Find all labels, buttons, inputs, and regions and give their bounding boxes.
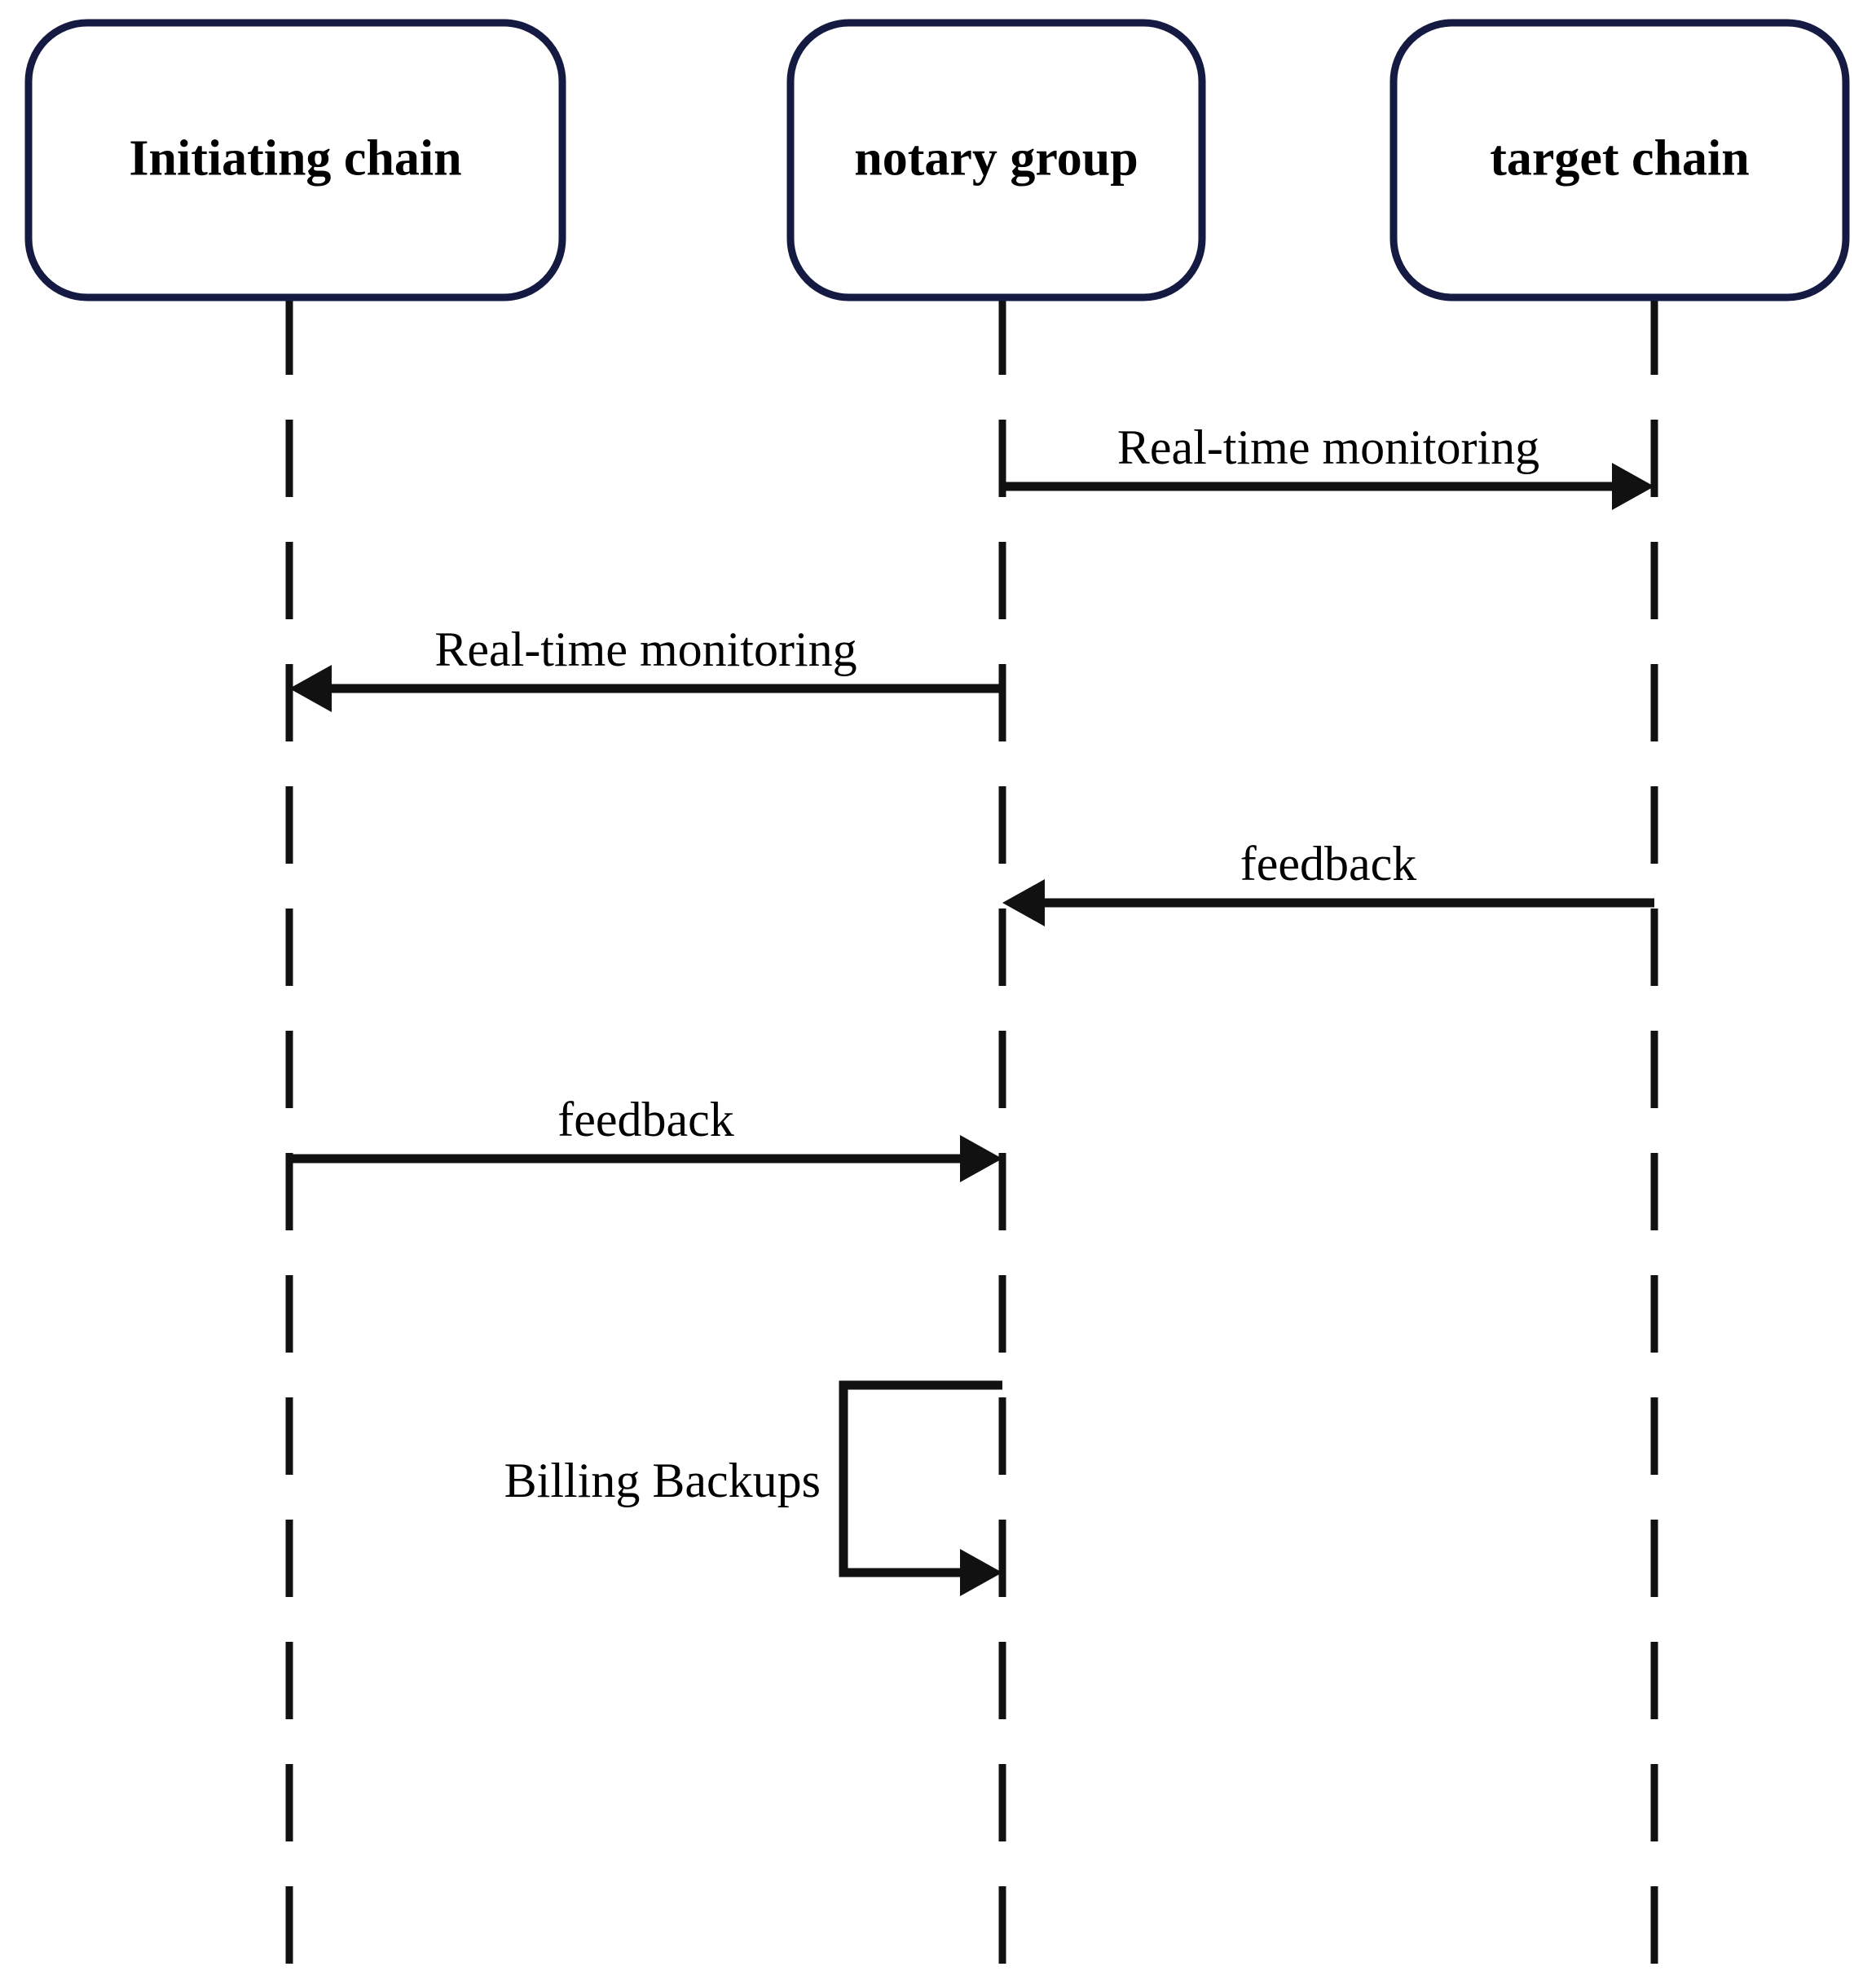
participants-group: Initiating chain notary group target chain — [24, 19, 1850, 301]
participant-box-notary-group[interactable] — [786, 19, 1206, 301]
arrowhead-msg-feedback-to-notary — [960, 1135, 1002, 1182]
message-label-msg-real-time-monitoring-to-initiating: Real-time monitoring — [434, 623, 857, 676]
participant-label-initiating-chain: Initiating chain — [129, 131, 461, 187]
message-msg-feedback-to-notary[interactable]: feedback — [289, 1093, 1002, 1182]
message-msg-billing-backups-self[interactable]: Billing Backups — [504, 1380, 1002, 1596]
arrowhead-msg-real-time-monitoring-to-target — [1612, 463, 1654, 510]
participant-box-initiating-chain[interactable] — [24, 19, 566, 301]
participant-label-notary-group: notary group — [854, 131, 1138, 187]
message-label-msg-feedback-to-notary: feedback — [557, 1093, 734, 1146]
message-label-msg-real-time-monitoring-to-target: Real-time monitoring — [1117, 420, 1539, 474]
lifelines-group — [285, 297, 1658, 1971]
arrowhead-msg-billing-backups-self — [960, 1549, 1002, 1596]
participant-box-target-chain[interactable] — [1389, 19, 1850, 301]
participant-label-target-chain: target chain — [1490, 131, 1750, 187]
message-msg-real-time-monitoring-to-target[interactable]: Real-time monitoring — [1002, 420, 1654, 510]
message-label-msg-billing-backups-self: Billing Backups — [504, 1454, 821, 1507]
arrowhead-msg-real-time-monitoring-to-initiating — [289, 665, 332, 712]
message-msg-feedback-from-target[interactable]: feedback — [1002, 837, 1654, 926]
message-msg-real-time-monitoring-to-initiating[interactable]: Real-time monitoring — [289, 623, 1002, 712]
arrowhead-msg-feedback-from-target — [1002, 879, 1045, 926]
message-label-msg-feedback-from-target: feedback — [1240, 837, 1417, 891]
message-path-msg-billing-backups-self — [839, 1380, 1002, 1577]
